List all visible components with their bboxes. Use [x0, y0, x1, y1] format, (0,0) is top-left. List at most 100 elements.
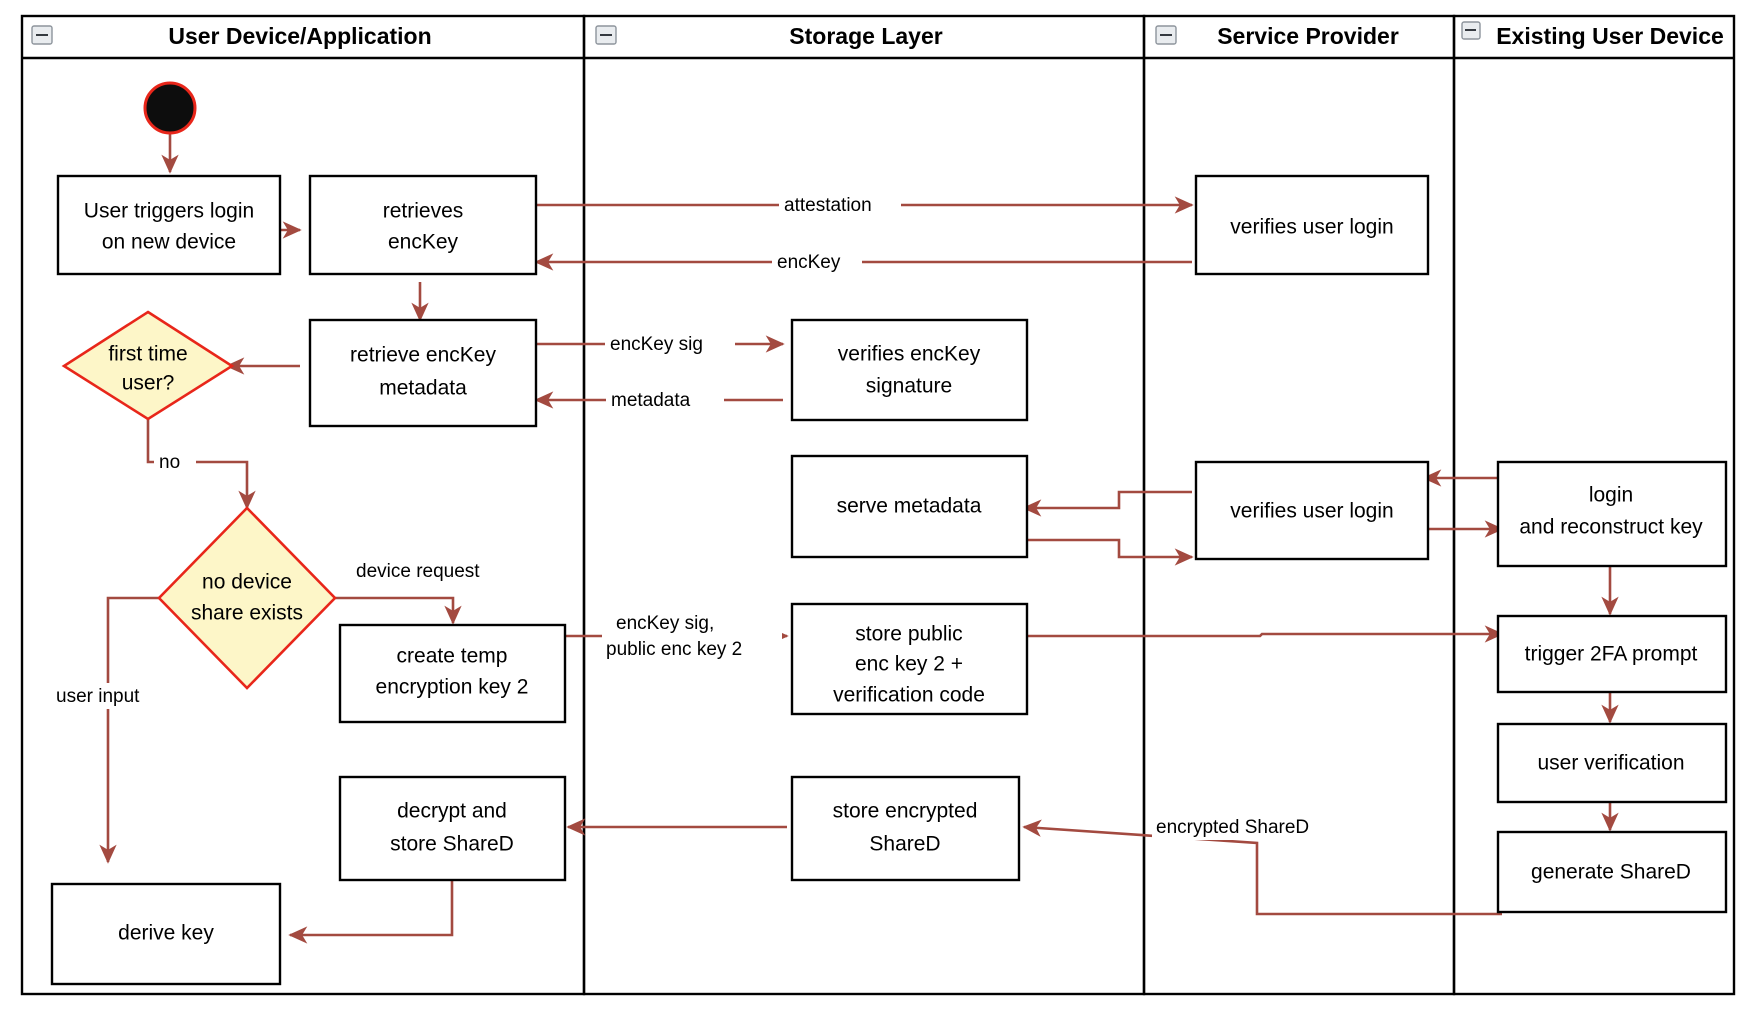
node-label-line1: verifies user login	[1230, 216, 1393, 239]
edge-label-encrypted-shared: encrypted ShareD	[1156, 817, 1309, 838]
node-generate-shared[interactable]: generate ShareD	[1496, 830, 1728, 914]
node-box[interactable]	[1496, 830, 1728, 914]
edge-sp-to-serve-metadata	[1022, 490, 1192, 517]
lane-title-storage: Storage Layer	[789, 23, 942, 49]
node-trigger-2fa-prompt[interactable]: trigger 2FA prompt	[1496, 614, 1728, 694]
node-box[interactable]	[790, 454, 1029, 559]
node-retrieves-enckey[interactable]: retrieves encKey	[308, 174, 538, 276]
lane-header-storage[interactable]: Storage Layer	[595, 23, 943, 49]
node-label-line1: store public	[855, 623, 962, 646]
node-verifies-user-login-2[interactable]: verifies user login	[1194, 460, 1430, 561]
edge-user-input	[99, 596, 164, 864]
node-label-line2: encKey	[388, 231, 459, 254]
lane-box-existing-device	[1452, 14, 1736, 996]
edges: attestation encKey encKey sig metadata n…	[52, 125, 1619, 944]
node-box[interactable]	[338, 623, 567, 724]
decision-diamond[interactable]	[61, 310, 235, 421]
node-verifies-user-login-1[interactable]: verifies user login	[1194, 174, 1430, 276]
node-first-time-user[interactable]: first time user?	[61, 310, 235, 421]
node-label-line1: generate ShareD	[1531, 861, 1691, 884]
node-label-line2: share exists	[191, 602, 303, 625]
node-label-line2: metadata	[379, 377, 467, 400]
node-label-line1: create temp	[397, 645, 508, 668]
node-label-line1: trigger 2FA prompt	[1525, 643, 1698, 666]
node-box[interactable]	[790, 318, 1029, 422]
edge-no	[146, 417, 256, 510]
node-derive-key[interactable]: derive key	[50, 882, 282, 986]
edge-label-enckey-sig-public-line2: public enc key 2	[606, 639, 742, 660]
node-label-line1: serve metadata	[837, 495, 982, 518]
node-box[interactable]	[308, 318, 538, 428]
edge-label-bg-encrypted-shared	[1152, 814, 1352, 840]
edge-label-bg-attestation	[779, 192, 901, 218]
node-label-line2: enc key 2 +	[855, 653, 963, 676]
node-box[interactable]	[790, 602, 1029, 716]
edge-decrypt-to-derive	[288, 880, 454, 944]
node-label-line1: derive key	[118, 922, 214, 945]
node-verifies-enckey-signature[interactable]: verifies encKey signature	[790, 318, 1029, 422]
node-label-line1: User triggers login	[84, 200, 254, 223]
node-box[interactable]	[308, 174, 538, 276]
node-start	[143, 81, 197, 135]
edge-label-user-input: user input	[56, 686, 140, 707]
edge-device-request	[330, 596, 462, 625]
edge-label-bg-metadata	[606, 387, 724, 413]
node-user-triggers-login[interactable]: User triggers login on new device	[56, 174, 282, 276]
node-label-line2: on new device	[102, 231, 236, 254]
node-no-device-share-exists[interactable]: no device share exists	[157, 506, 337, 690]
node-label-line2: signature	[866, 375, 952, 398]
node-label-line1: verifies encKey	[838, 343, 981, 366]
lane-frames	[20, 14, 1736, 996]
node-label-line1: no device	[202, 571, 292, 594]
node-box[interactable]	[1194, 174, 1430, 276]
node-label-line2: ShareD	[869, 833, 940, 856]
node-label-line1: retrieve encKey	[350, 344, 496, 367]
node-label-line1: verifies user login	[1230, 500, 1393, 523]
node-user-verification[interactable]: user verification	[1496, 722, 1728, 804]
edge-label-enckey: encKey	[777, 252, 841, 273]
initial-node-icon	[143, 81, 197, 135]
node-store-public-enc-key-2[interactable]: store public enc key 2 + verification co…	[790, 602, 1029, 716]
node-decrypt-and-store-shared[interactable]: decrypt and store ShareD	[338, 775, 567, 882]
edge-label-device-request: device request	[356, 561, 480, 582]
node-box[interactable]	[790, 775, 1021, 882]
node-create-temp-encryption-key-2[interactable]: create temp encryption key 2	[338, 623, 567, 724]
edge-label-enckey-sig-public-line1: encKey sig,	[616, 613, 714, 634]
edge-label-bg-enckey-sig	[605, 331, 735, 357]
node-store-encrypted-shared[interactable]: store encrypted ShareD	[790, 775, 1021, 882]
edge-store-to-trigger-2fa	[1024, 625, 1504, 643]
node-box[interactable]	[1496, 460, 1728, 568]
edge-label-enckey-sig: encKey sig	[610, 334, 703, 355]
node-label-line1: first time	[108, 343, 187, 366]
lane-title-user-device: User Device/Application	[168, 23, 431, 49]
node-login-and-reconstruct-key[interactable]: login and reconstruct key	[1496, 460, 1728, 568]
node-label-line1: decrypt and	[397, 800, 507, 823]
lane-title-existing-device: Existing User Device	[1496, 23, 1724, 49]
edge-label-bg-device-request	[352, 557, 517, 583]
node-box[interactable]	[1496, 722, 1728, 804]
node-label-line1: login	[1589, 484, 1633, 507]
node-retrieve-enckey-metadata[interactable]: retrieve encKey metadata	[308, 318, 538, 428]
edge-label-no: no	[159, 452, 180, 473]
edge-label-bg-enckey	[772, 249, 862, 275]
node-box[interactable]	[50, 882, 282, 986]
lane-header-service-provider[interactable]: Service Provider	[1155, 23, 1399, 49]
node-label-line2: encryption key 2	[376, 676, 529, 699]
node-label-line1: user verification	[1537, 752, 1684, 775]
node-box[interactable]	[338, 775, 567, 882]
lane-header-existing-device[interactable]: Existing User Device	[1461, 21, 1724, 49]
edge-label-bg-user-input	[52, 683, 164, 709]
edge-encrypted-shared	[1022, 819, 1502, 916]
node-box[interactable]	[1194, 460, 1430, 561]
node-serve-metadata[interactable]: serve metadata	[790, 454, 1029, 559]
edge-label-bg-enckey-sig-public	[602, 608, 782, 662]
node-label-line2: user?	[122, 372, 175, 395]
decision-diamond[interactable]	[157, 506, 337, 690]
edge-label-attestation: attestation	[784, 195, 872, 216]
node-box[interactable]	[1496, 614, 1728, 694]
lane-header-user-device[interactable]: User Device/Application	[31, 23, 432, 49]
node-box[interactable]	[56, 174, 282, 276]
lane-title-service-provider: Service Provider	[1217, 23, 1399, 49]
